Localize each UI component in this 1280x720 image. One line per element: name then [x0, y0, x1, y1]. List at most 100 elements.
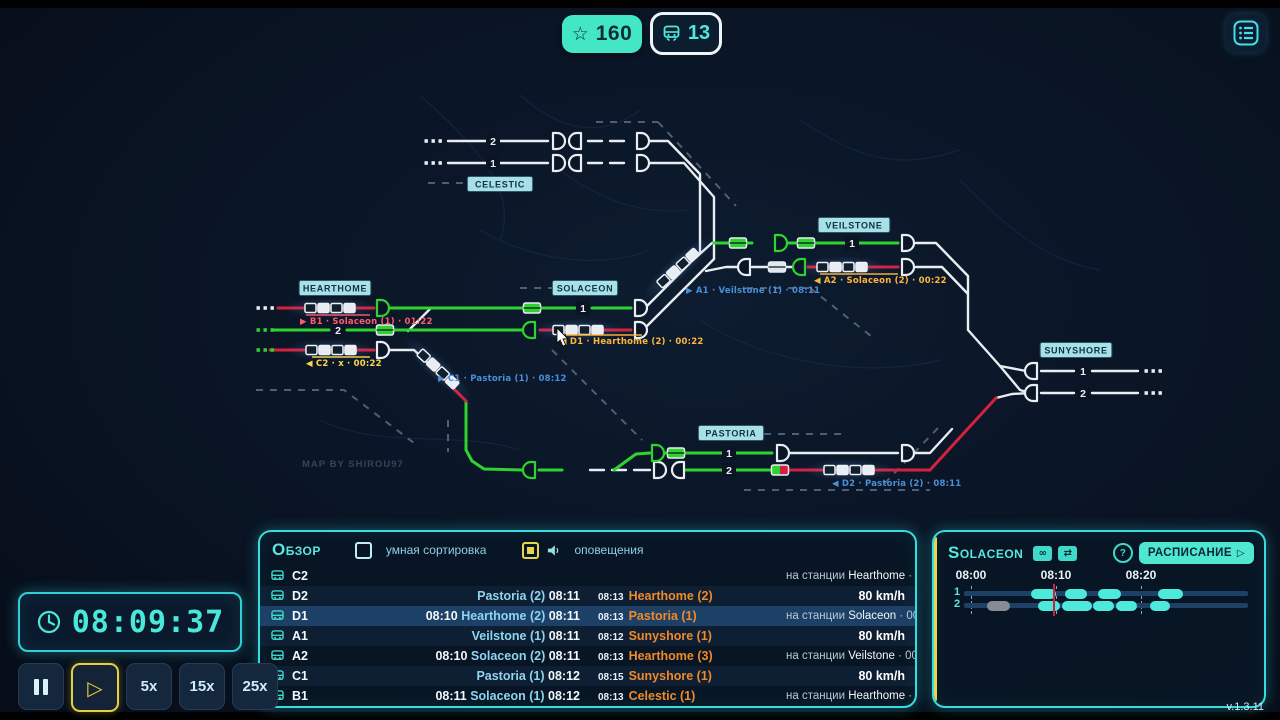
signal-icon[interactable] [375, 340, 391, 360]
train-id: D2 [292, 589, 308, 603]
signal-icon[interactable] [775, 443, 791, 463]
play-button[interactable]: ▷ [71, 663, 119, 712]
train-count-badge[interactable]: 13 [650, 12, 722, 55]
timeline-train-block[interactable] [1115, 600, 1137, 611]
train-marker[interactable] [636, 229, 719, 307]
train-origin-cell: 08:10 Solaceon (2) 08:11 [435, 649, 580, 663]
signal-icon[interactable] [900, 257, 916, 277]
station-label[interactable] [466, 176, 534, 192]
signal-icon[interactable] [375, 298, 391, 318]
signal-icon[interactable] [633, 320, 649, 340]
speed-5x-button[interactable]: 5x [126, 663, 172, 710]
train-marker[interactable] [284, 297, 376, 319]
signal-icon[interactable] [567, 131, 583, 151]
menu-button[interactable] [1226, 14, 1266, 52]
signal-icon[interactable] [635, 131, 651, 151]
signal-icon[interactable] [551, 131, 567, 151]
platform-marker[interactable] [770, 464, 790, 476]
signal-icon[interactable] [773, 233, 789, 253]
track-segment[interactable] [911, 427, 954, 455]
train-car [435, 366, 450, 381]
station-label[interactable] [551, 280, 619, 296]
speed-15x-button[interactable]: 15x [179, 663, 225, 710]
signal-icon[interactable] [652, 460, 668, 480]
train-marker[interactable] [285, 339, 377, 361]
station-label-text: SOLACEON [557, 284, 614, 294]
link-icon[interactable]: ∞ [1033, 545, 1053, 561]
track-segment[interactable] [464, 399, 524, 472]
track-number: 1 [580, 303, 586, 315]
train-car [318, 344, 331, 356]
speed-25x-button[interactable]: 25x [232, 663, 278, 710]
track-segment[interactable] [914, 265, 970, 296]
track-segment[interactable] [914, 241, 1028, 373]
train-marker[interactable] [796, 256, 888, 278]
platform-marker[interactable] [780, 465, 789, 475]
train-car [836, 464, 849, 476]
timeline-tick [1056, 586, 1057, 614]
train-marker[interactable] [803, 459, 895, 481]
track-segment[interactable] [612, 451, 652, 472]
train-car [685, 247, 700, 263]
timeline-train-block[interactable] [987, 600, 1011, 611]
timeline-train-block[interactable] [1149, 600, 1170, 611]
track-segment[interactable] [406, 307, 432, 333]
timeline-train-block[interactable] [1038, 600, 1061, 611]
signal-icon[interactable] [635, 153, 651, 173]
station-label-text: CELESTIC [475, 180, 525, 190]
help-icon[interactable]: ? [1112, 543, 1133, 563]
platform-marker[interactable] [771, 465, 781, 475]
track-segment[interactable] [648, 139, 702, 255]
signal-icon[interactable] [900, 443, 916, 463]
track-segment[interactable] [928, 396, 998, 472]
track-continuation-dots [270, 348, 274, 352]
station-label[interactable] [697, 425, 765, 441]
train-car [829, 261, 842, 273]
train-car [331, 344, 344, 356]
track-segment[interactable] [648, 161, 716, 261]
signal-icon[interactable] [736, 257, 752, 277]
timeline-train-block[interactable] [1093, 600, 1114, 611]
signal-icon[interactable] [1023, 383, 1039, 403]
schedule-button[interactable]: РАСПИСАНИЕ ▷ [1138, 542, 1254, 564]
timeline-train-block[interactable] [1061, 600, 1092, 611]
timeline-train-block[interactable] [1064, 588, 1088, 599]
track-segment[interactable] [643, 257, 716, 330]
signal-icon[interactable] [650, 443, 666, 463]
pause-button[interactable] [18, 663, 64, 710]
swap-arrows-icon[interactable]: ⇄ [1058, 545, 1078, 561]
signal-icon[interactable] [521, 320, 537, 340]
signal-icon[interactable] [1023, 361, 1039, 381]
signal-icon[interactable] [900, 233, 916, 253]
train-speed: 80 km/h [858, 629, 905, 643]
smart-sort-checkbox[interactable] [354, 541, 372, 559]
signal-icon[interactable] [670, 460, 686, 480]
signal-icon[interactable] [567, 153, 583, 173]
signal-icon[interactable] [551, 153, 567, 173]
alerts-checkbox[interactable] [522, 541, 540, 559]
station-label[interactable] [298, 280, 372, 296]
timeline-train-block[interactable] [1097, 588, 1121, 599]
station-label[interactable] [817, 217, 891, 233]
signal-icon[interactable] [521, 460, 537, 480]
track-continuation-dots [1144, 391, 1148, 395]
timeline-train-block[interactable] [1030, 588, 1056, 599]
station-label[interactable] [1039, 342, 1113, 358]
timeline-train-block[interactable] [1158, 588, 1183, 599]
track-number: 2 [490, 136, 496, 148]
track-segment[interactable] [704, 265, 744, 273]
train-marker[interactable] [397, 330, 479, 409]
train-label: ◀ D1 · Hearthome (2) · 00:22 [560, 337, 703, 347]
signal-icon[interactable] [633, 298, 649, 318]
